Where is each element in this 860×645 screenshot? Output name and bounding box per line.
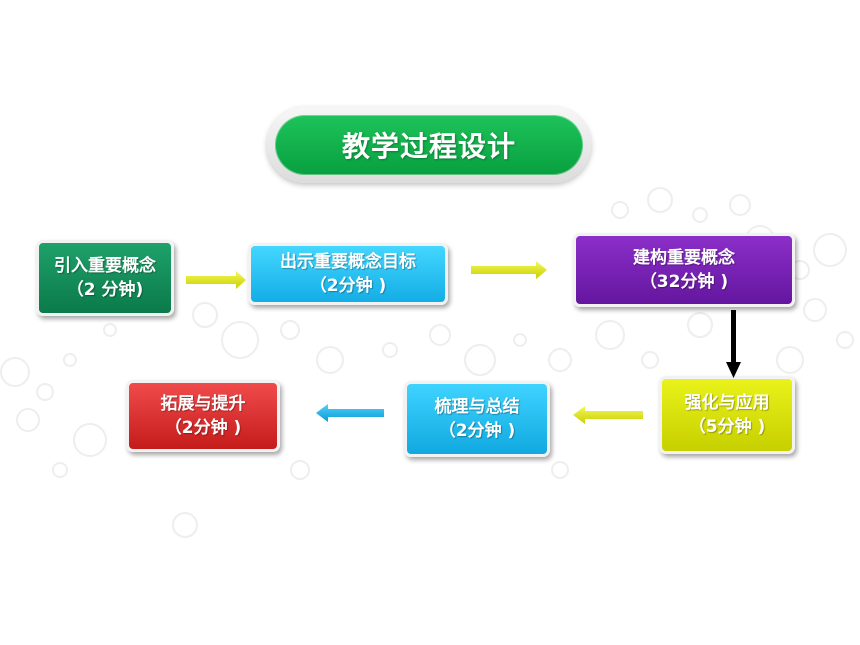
arrow-right-icon — [186, 271, 246, 289]
step-label: 拓展与提升 — [160, 394, 246, 414]
arrow-left-icon — [316, 404, 384, 422]
step-duration: （2 分钟) — [66, 280, 144, 300]
step-label: 建构重要概念 — [633, 248, 735, 268]
step-duration: （2分钟 ) — [164, 418, 242, 438]
step-duration: （2分钟 ) — [438, 421, 516, 441]
step-label: 引入重要概念 — [54, 256, 156, 276]
step-summarize[interactable]: 梳理与总结 （2分钟 ) — [404, 381, 550, 457]
step-duration: （5分钟 ) — [688, 417, 766, 437]
arrow-down-icon — [726, 310, 741, 378]
step-label: 出示重要概念目标 — [280, 252, 416, 272]
step-construct-concept[interactable]: 建构重要概念 （32分钟 ) — [573, 233, 795, 307]
title-pill: 教学过程设计 — [267, 107, 591, 183]
step-duration: （32分钟 ) — [639, 272, 729, 292]
page-title: 教学过程设计 — [275, 115, 583, 175]
step-introduce-concept[interactable]: 引入重要概念 （2 分钟) — [36, 240, 174, 316]
arrow-right-icon — [471, 261, 547, 279]
step-reinforce-apply[interactable]: 强化与应用 （5分钟 ) — [659, 376, 795, 454]
step-label: 强化与应用 — [684, 393, 770, 413]
step-present-goals[interactable]: 出示重要概念目标 （2分钟 ) — [248, 243, 448, 305]
arrow-left-icon — [573, 406, 643, 424]
step-duration: （2分钟 ) — [309, 276, 387, 296]
step-label: 梳理与总结 — [434, 397, 520, 417]
step-extend[interactable]: 拓展与提升 （2分钟 ) — [126, 380, 280, 452]
